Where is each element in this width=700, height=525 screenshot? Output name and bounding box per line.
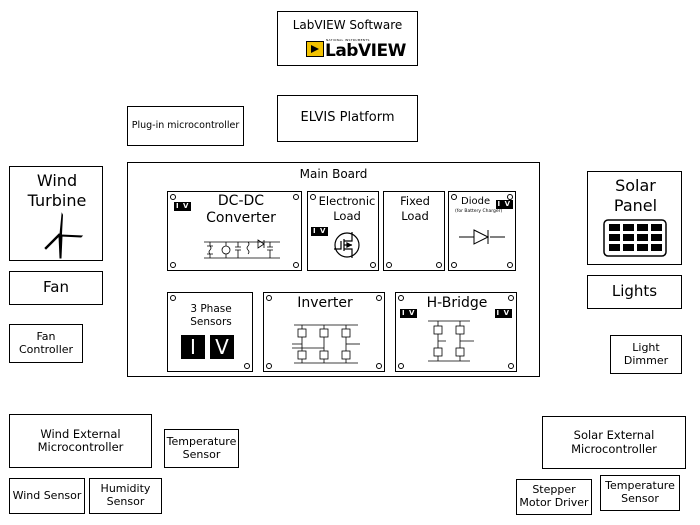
solar-external-microcontroller-box: Solar External Microcontroller (542, 416, 686, 469)
fan-label: Fan (43, 278, 69, 297)
elvis-platform-label: ELVIS Platform (300, 110, 395, 126)
diode-sub-label: (for Battery Charger) (455, 209, 503, 214)
solar-panel-box: Solar Panel (587, 171, 682, 265)
wind-sensor-label: Wind Sensor (12, 488, 82, 502)
humidity-sensor-box: Humidity Sensor (89, 478, 162, 514)
wind-sensor-box: Wind Sensor (9, 478, 85, 514)
mount-hole (170, 295, 176, 301)
solar-panel-label: Solar Panel (613, 176, 658, 215)
diode-label: Diode (461, 196, 491, 207)
plugin-microcontroller-box: Plug-in microcontroller (127, 106, 244, 146)
diode-icon (459, 229, 505, 245)
mount-hole (170, 194, 176, 200)
mosfet-icon (334, 232, 360, 258)
wind-turbine-box: Wind Turbine (9, 166, 103, 261)
mount-hole (451, 194, 457, 200)
wind-external-microcontroller-label: Wind External Microcontroller (37, 426, 124, 454)
h-bridge-module: I V I V H-Bridge (395, 292, 517, 372)
voltage-sensor-label: V (215, 335, 229, 359)
iv-badge: I V (311, 227, 329, 236)
labview-logo-text: LabVIEW (325, 41, 406, 61)
elvis-platform-box: ELVIS Platform (277, 95, 418, 142)
stepper-motor-driver-label: Stepper Motor Driver (519, 483, 589, 509)
electronic-load-module: I V Electronic Load (307, 191, 379, 271)
mount-hole (398, 295, 404, 301)
mount-hole (170, 262, 176, 268)
mount-hole (310, 194, 316, 200)
lights-label: Lights (611, 282, 658, 301)
labview-logo: NATIONAL INSTRUMENTS LabVIEW (306, 38, 406, 61)
current-sensor-block: I (181, 335, 205, 359)
inverter-module: Inverter (263, 292, 385, 372)
dcdc-converter-module: I V DC-DC Converter (167, 191, 302, 271)
mount-hole (293, 194, 299, 200)
mount-hole (293, 262, 299, 268)
plugin-microcontroller-label: Plug-in microcontroller (131, 119, 240, 131)
mount-hole (376, 295, 382, 301)
current-sensor-label: I (190, 335, 196, 359)
main-board-title: Main Board (299, 167, 368, 181)
mount-hole (386, 262, 392, 268)
dcdc-circuit-icon (204, 239, 280, 259)
temperature-sensor-box-right: Temperature Sensor (600, 475, 680, 511)
three-phase-sensors-module: 3 Phase Sensors I V (167, 292, 253, 372)
fixed-load-label: Fixed Load (400, 194, 430, 223)
inverter-circuit-icon (292, 324, 360, 364)
wind-external-microcontroller-box: Wind External Microcontroller (9, 414, 152, 468)
diode-module: Diode I V (for Battery Charger) (448, 191, 516, 271)
sensors-label: 3 Phase Sensors (190, 303, 232, 328)
wind-turbine-label: Wind Turbine (27, 171, 87, 210)
fixed-load-module: Fixed Load (383, 191, 445, 271)
wind-turbine-icon (44, 212, 84, 259)
fan-controller-box: Fan Controller (9, 324, 83, 363)
stepper-motor-driver-box: Stepper Motor Driver (516, 479, 592, 515)
voltage-sensor-block: V (210, 335, 234, 359)
mount-hole (436, 262, 442, 268)
h-bridge-label: H-Bridge (426, 295, 488, 311)
iv-badge: I V (400, 309, 418, 318)
labview-title: LabVIEW Software (292, 18, 403, 32)
iv-badge: I V (495, 200, 513, 209)
solar-external-microcontroller-label: Solar External Microcontroller (571, 428, 657, 456)
mount-hole (508, 295, 514, 301)
mount-hole (376, 363, 382, 369)
mount-hole (507, 194, 513, 200)
mount-hole (266, 295, 272, 301)
inverter-label: Inverter (297, 295, 353, 311)
h-bridge-circuit-icon (428, 320, 474, 362)
temperature-sensor-label: Temperature Sensor (166, 434, 237, 461)
mount-hole (451, 262, 457, 268)
labview-software-box: LabVIEW Software NATIONAL INSTRUMENTS La… (277, 11, 418, 66)
temperature-sensor-label: Temperature Sensor (605, 479, 675, 505)
solar-panel-icon (603, 219, 667, 257)
dcdc-label: DC-DC Converter (206, 193, 276, 226)
light-dimmer-label: Light Dimmer (623, 340, 669, 367)
fan-controller-label: Fan Controller (18, 329, 74, 356)
light-dimmer-box: Light Dimmer (610, 335, 682, 374)
fan-box: Fan (9, 271, 103, 305)
lights-box: Lights (587, 275, 682, 309)
temperature-sensor-box-left: Temperature Sensor (164, 429, 239, 468)
mount-hole (370, 262, 376, 268)
mount-hole (398, 363, 404, 369)
iv-badge: I V (494, 309, 512, 318)
mount-hole (266, 363, 272, 369)
humidity-sensor-label: Humidity Sensor (100, 482, 151, 508)
mount-hole (507, 262, 513, 268)
mount-hole (244, 363, 250, 369)
mount-hole (508, 363, 514, 369)
electronic-load-label: Electronic Load (318, 194, 376, 223)
labview-logo-icon (306, 41, 324, 57)
iv-badge: I V (174, 202, 192, 211)
labview-logo-small: NATIONAL INSTRUMENTS (326, 38, 370, 42)
